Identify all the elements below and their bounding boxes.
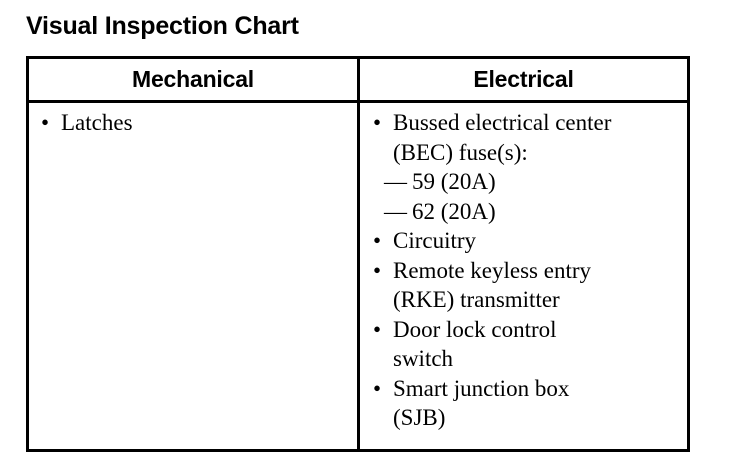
list-item: • Circuitry	[366, 226, 687, 256]
list-item: • Remote keyless entry (RKE) transmitter	[366, 256, 687, 315]
list-item-label: Door lock control switch	[393, 316, 557, 372]
list-item: • Door lock control switch	[366, 315, 687, 374]
sub-list-item-label: 62 (20A)	[412, 198, 496, 224]
list-item: • Bussed electrical center (BEC) fuse(s):…	[366, 108, 687, 226]
list-item: • Latches	[34, 108, 357, 138]
cell-electrical: • Bussed electrical center (BEC) fuse(s):…	[360, 103, 687, 449]
list-item-label: Circuitry	[393, 228, 477, 253]
sub-list-item-label: 59 (20A)	[412, 169, 496, 194]
bullet-icon: •	[373, 316, 382, 342]
column-header-electrical: Electrical	[473, 66, 574, 92]
cell-mechanical: • Latches	[29, 103, 357, 449]
sub-list-item: —62 (20A)	[384, 197, 687, 227]
bullet-icon: •	[373, 228, 382, 253]
list-item-label: Remote keyless entry (RKE) transmitter	[393, 257, 592, 313]
bullet-icon: •	[373, 257, 382, 283]
mechanical-item-list: • Latches	[34, 108, 357, 138]
sub-list-item: —59 (20A)	[384, 167, 687, 197]
bullet-icon: •	[373, 375, 382, 401]
visual-inspection-table: Mechanical Electrical • Latches • Bussed e…	[26, 56, 690, 452]
electrical-item-list: • Bussed electrical center (BEC) fuse(s):…	[366, 108, 687, 433]
bullet-icon: •	[41, 110, 50, 135]
list-item-label: Smart junction box (SJB)	[393, 375, 570, 431]
bullet-icon: •	[373, 110, 382, 135]
page-title: Visual Inspection Chart	[26, 12, 299, 40]
em-dash-icon: —	[384, 169, 407, 194]
list-item-label: Bussed electrical center (BEC) fuse(s):	[393, 110, 612, 165]
em-dash-icon: —	[384, 198, 407, 224]
column-divider	[357, 59, 360, 449]
list-item: • Smart junction box (SJB)	[366, 374, 687, 433]
list-item-label: Latches	[61, 110, 133, 135]
column-header-mechanical: Mechanical	[132, 66, 254, 92]
sub-item-list: —59 (20A)—62 (20A)	[384, 167, 687, 227]
